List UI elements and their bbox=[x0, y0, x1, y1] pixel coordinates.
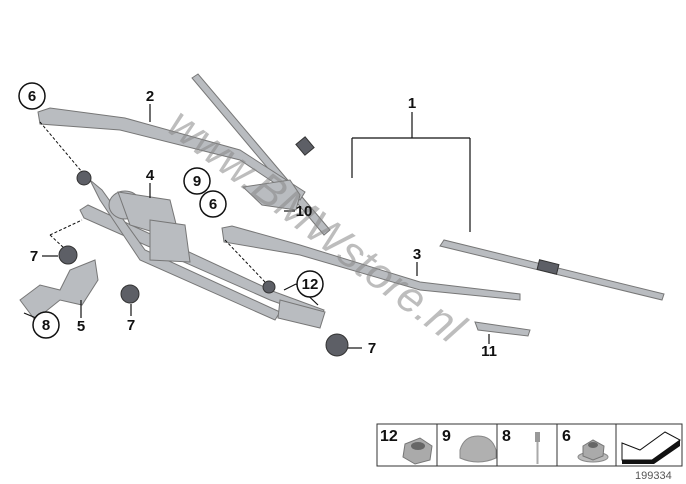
callout: 3 bbox=[413, 246, 421, 263]
svg-text:10: 10 bbox=[296, 203, 313, 220]
diagram-number: 199334 bbox=[635, 470, 672, 482]
callout: 12 bbox=[296, 270, 324, 298]
svg-text:9: 9 bbox=[193, 173, 201, 190]
legend-item-rivet: 8 bbox=[502, 428, 540, 464]
svg-text:12: 12 bbox=[302, 276, 319, 293]
hardware-legend: 12 9 8 6 bbox=[376, 423, 683, 467]
svg-text:6: 6 bbox=[28, 88, 36, 105]
wiper-arm-left bbox=[37, 107, 306, 201]
wiper-motor bbox=[108, 190, 191, 263]
callout: 7 bbox=[30, 248, 38, 265]
callout: 6 bbox=[199, 190, 227, 218]
legend-item-hex-nut: 12 bbox=[380, 428, 433, 465]
bracket bbox=[19, 259, 99, 321]
callout: 7 bbox=[368, 340, 376, 357]
wiper-arm-right bbox=[221, 225, 521, 301]
callout: 9 bbox=[183, 167, 211, 195]
svg-text:5: 5 bbox=[77, 318, 85, 335]
svg-text:7: 7 bbox=[30, 248, 38, 265]
legend-item-flange-nut: 6 bbox=[562, 428, 609, 463]
cap-icon bbox=[459, 435, 497, 463]
callout: 10 bbox=[296, 203, 313, 220]
svg-text:8: 8 bbox=[502, 428, 511, 445]
direction-arrow-icon bbox=[621, 431, 681, 464]
callout: 5 bbox=[77, 318, 85, 335]
hex-nut-icon bbox=[402, 437, 433, 465]
grommet bbox=[76, 170, 92, 186]
svg-text:8: 8 bbox=[42, 317, 50, 334]
legend-item-cap: 9 bbox=[442, 428, 497, 463]
svg-text:7: 7 bbox=[127, 317, 135, 334]
grommet bbox=[58, 245, 78, 265]
svg-text:4: 4 bbox=[146, 167, 155, 184]
rivet-icon bbox=[535, 432, 540, 442]
clip bbox=[241, 179, 301, 211]
callout: 7 bbox=[127, 317, 135, 334]
svg-text:3: 3 bbox=[413, 246, 421, 263]
svg-text:11: 11 bbox=[481, 343, 497, 360]
wiper-linkage bbox=[79, 179, 326, 329]
svg-text:1: 1 bbox=[408, 95, 416, 112]
svg-text:6: 6 bbox=[562, 428, 571, 445]
svg-text:6: 6 bbox=[209, 196, 217, 213]
callout: 11 bbox=[481, 343, 497, 360]
wiper-blade-right bbox=[439, 239, 665, 301]
callout: 2 bbox=[146, 88, 154, 105]
svg-text:9: 9 bbox=[442, 428, 451, 445]
callout: 6 bbox=[18, 82, 46, 110]
callout: 1 bbox=[408, 95, 416, 112]
callout: 8 bbox=[32, 311, 60, 339]
svg-text:12: 12 bbox=[380, 428, 398, 445]
grommet bbox=[262, 280, 276, 294]
callout: 4 bbox=[146, 167, 155, 184]
svg-text:7: 7 bbox=[368, 340, 376, 357]
svg-text:2: 2 bbox=[146, 88, 154, 105]
washer-nozzle bbox=[474, 321, 531, 337]
grommet bbox=[120, 284, 140, 304]
grommet bbox=[325, 333, 349, 357]
